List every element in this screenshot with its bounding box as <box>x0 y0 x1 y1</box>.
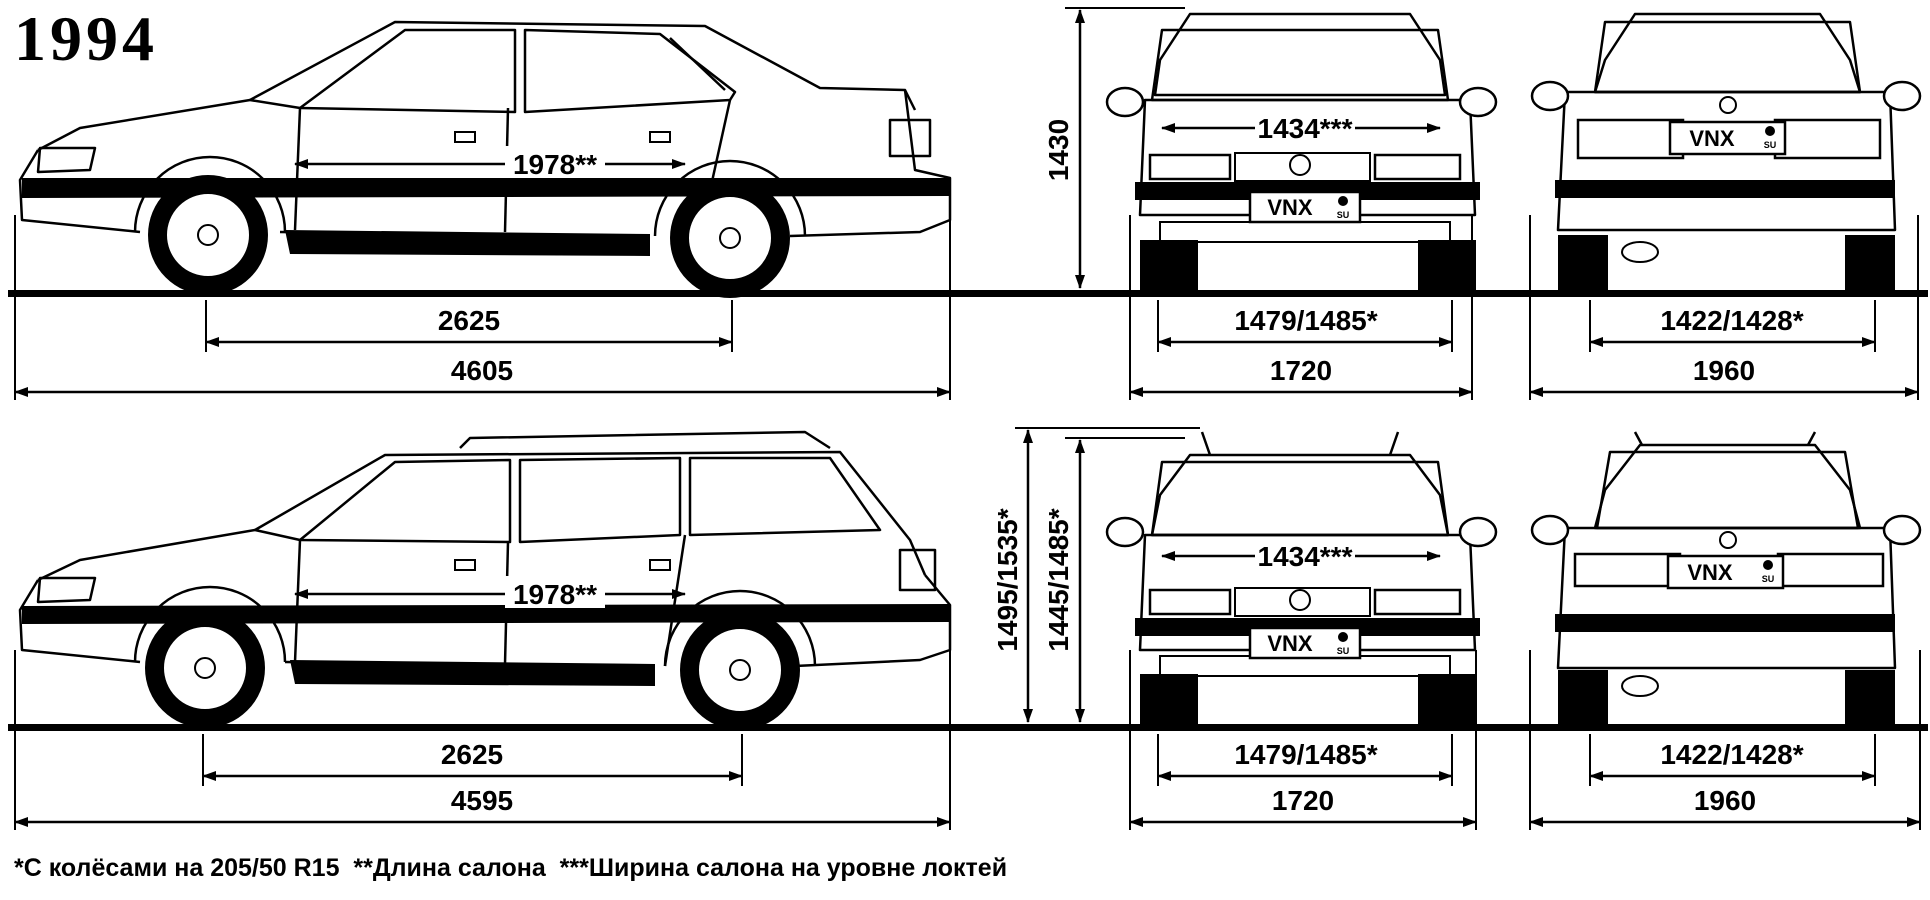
sedan-front-plate-country: SU <box>1337 210 1350 220</box>
ground-line-bottom <box>8 724 1928 731</box>
sedan-interior-length: 1978** <box>513 149 597 180</box>
wagon-height-rails: 1495/1535* <box>992 508 1023 651</box>
wagon-front-track: 1479/1485* <box>1234 739 1377 770</box>
wagon-rear-plate-country: SU <box>1762 574 1775 584</box>
sedan-rear-plate: VNX <box>1689 126 1735 151</box>
sedan-wheelbase: 2625 <box>438 305 500 336</box>
sedan-front-width: 1720 <box>1270 355 1332 386</box>
sedan-overall-length: 4605 <box>451 355 513 386</box>
wagon-front-interior-width: 1434*** <box>1258 541 1353 572</box>
wagon-height: 1445/1485* <box>1043 508 1074 651</box>
sedan-side-view <box>18 20 952 298</box>
year-title: 1994 <box>14 3 158 74</box>
wagon-front-view <box>1105 431 1498 726</box>
wagon-front-width: 1720 <box>1272 785 1334 816</box>
wagon-overall-length: 4595 <box>451 785 513 816</box>
wagon-wheelbase: 2625 <box>441 739 503 770</box>
wagon-front-plate: VNX <box>1267 631 1313 656</box>
sedan-rear-width: 1960 <box>1693 355 1755 386</box>
sedan-front-track: 1479/1485* <box>1234 305 1377 336</box>
wagon-rear-track: 1422/1428* <box>1660 739 1803 770</box>
footnotes: *С колёсами на 205/50 R15 **Длина салона… <box>14 854 1007 882</box>
wagon-side-view <box>18 430 952 730</box>
wagon-rear-plate: VNX <box>1687 560 1733 585</box>
wagon-front-plate-country: SU <box>1337 646 1350 656</box>
sedan-front-view <box>1105 12 1498 292</box>
sedan-height: 1430 <box>1043 119 1074 181</box>
sedan-rear-plate-country: SU <box>1764 140 1777 150</box>
wagon-rear-width: 1960 <box>1694 785 1756 816</box>
sedan-rear-view <box>1530 12 1922 292</box>
sedan-front-plate: VNX <box>1267 195 1313 220</box>
wagon-interior-length: 1978** <box>513 579 597 610</box>
sedan-rear-track: 1422/1428* <box>1660 305 1803 336</box>
sedan-front-interior-width: 1434*** <box>1258 113 1353 144</box>
ground-line-top <box>8 290 1928 297</box>
